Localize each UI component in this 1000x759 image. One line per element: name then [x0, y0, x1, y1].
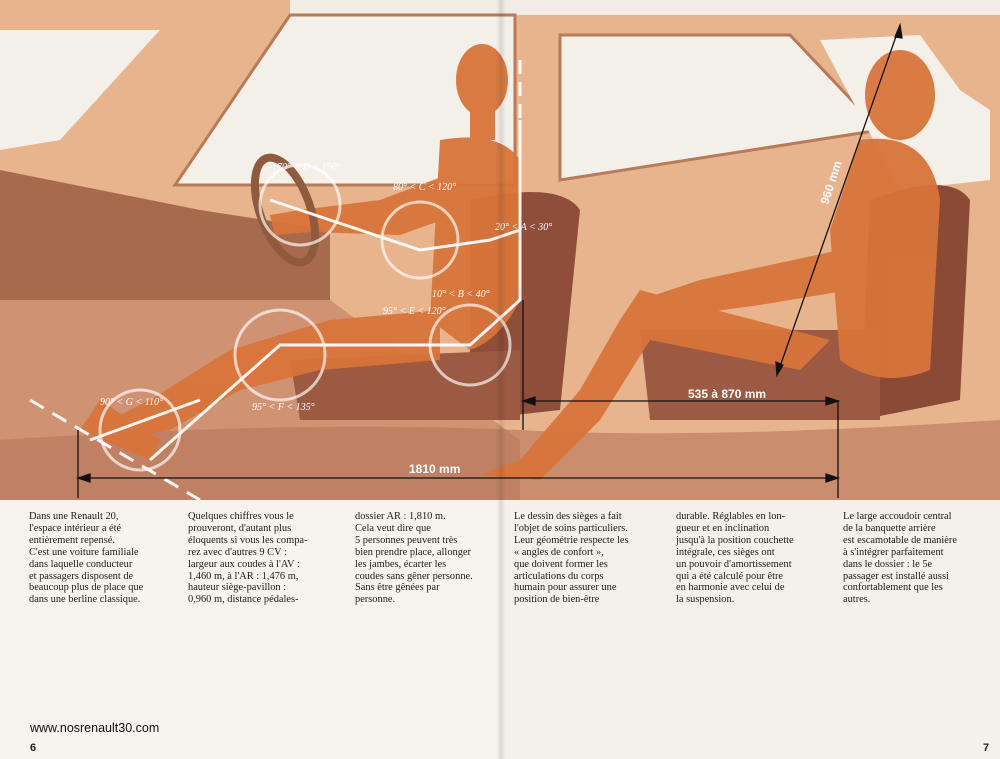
- windshield-left: [0, 30, 160, 150]
- angle-label-a: 20° < A < 30°: [495, 222, 552, 233]
- angle-label-b: 10° < B < 40°: [432, 289, 490, 300]
- website-watermark: www.nosrenault30.com: [30, 721, 160, 735]
- page-number-right: 7: [983, 742, 990, 754]
- car-interior-illustration: 170° < D < 190° 80° < C < 120° 20° < A <…: [0, 0, 1000, 500]
- passenger-figure: [480, 50, 940, 480]
- page-number-left: 6: [30, 742, 37, 754]
- text-column-1: Dans une Renault 20, l'espace intérieur …: [29, 511, 144, 606]
- angle-label-c: 80° < C < 120°: [393, 182, 456, 193]
- driver-figure: [80, 44, 520, 460]
- angle-label-d: 170° < D < 190°: [272, 162, 341, 173]
- angle-label-g: 90° < G < 110°: [100, 397, 163, 408]
- dimension-lines: [75, 22, 903, 498]
- dimension-seat-depth: 535 à 870 mm: [688, 387, 766, 401]
- text-column-2: Quelques chiffres vous le prouveront, d'…: [188, 511, 308, 606]
- text-column-3: dossier AR : 1,810 m. Cela veut dire que…: [355, 511, 473, 606]
- rear-seat-cushion: [640, 330, 880, 420]
- page-gutter: [496, 0, 506, 759]
- angle-label-e: 95° < E < 120°: [383, 306, 446, 317]
- text-column-5: durable. Réglables en lon- gueur et en i…: [676, 511, 794, 606]
- floor: [0, 420, 1000, 500]
- dimension-length: 1810 mm: [409, 462, 460, 476]
- top-margin: [0, 0, 1000, 15]
- dashboard: [0, 170, 330, 300]
- angle-label-f: 95° < F < 135°: [252, 402, 315, 413]
- angle-guides: [29, 60, 522, 500]
- text-column-4: Le dessin des sièges a fait l'objet de s…: [514, 511, 629, 606]
- text-column-6: Le large accoudoir central de la banquet…: [843, 511, 957, 606]
